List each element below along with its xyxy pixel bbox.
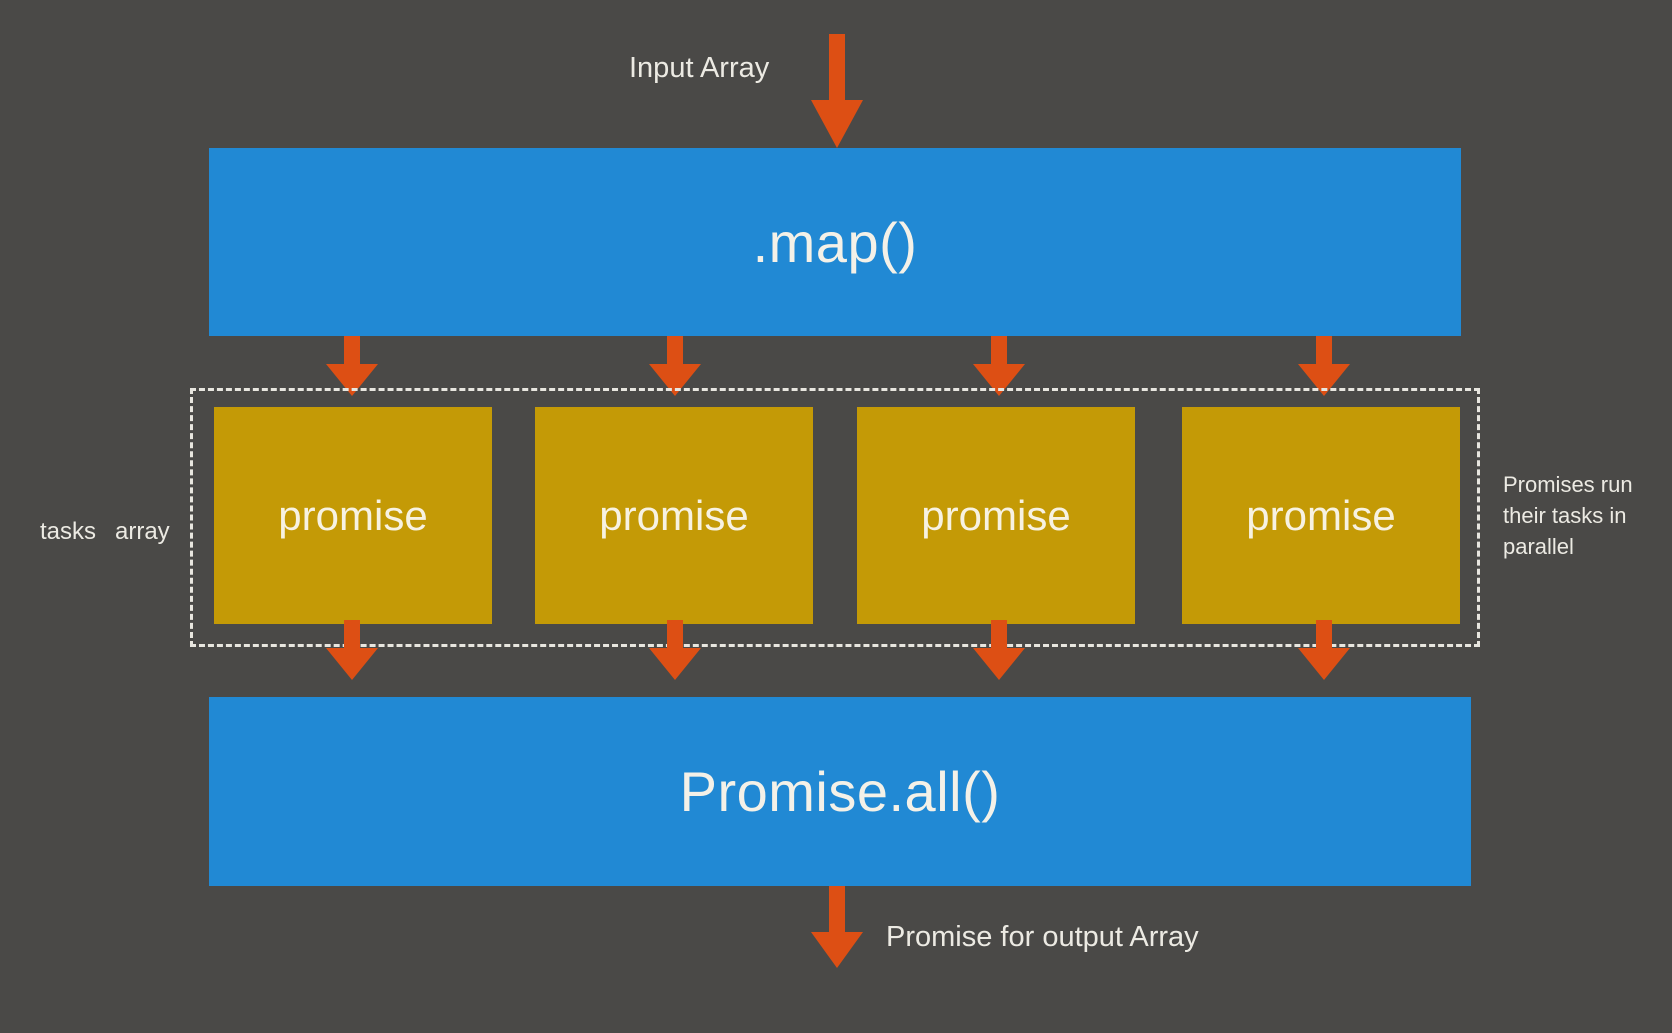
arrow-input-to-map xyxy=(811,34,863,148)
output-array-label: Promise for output Array xyxy=(886,921,1199,953)
map-box-label: .map() xyxy=(752,210,918,274)
promise-box-label: promise xyxy=(278,491,428,539)
arrow-map-to-promise-4 xyxy=(1298,336,1350,396)
arrow-map-to-promise-1 xyxy=(326,336,378,396)
promise-box[interactable]: promise xyxy=(535,407,813,624)
promise-all-process-box[interactable]: Promise.all() xyxy=(209,697,1471,886)
promise-box[interactable]: promise xyxy=(214,407,492,624)
promise-box-label: promise xyxy=(1246,491,1396,539)
promise-box-label: promise xyxy=(921,491,1071,539)
arrow-promiseall-to-output xyxy=(811,886,863,968)
promise-box-label: promise xyxy=(599,491,749,539)
arrow-map-to-promise-3 xyxy=(973,336,1025,396)
promise-box[interactable]: promise xyxy=(857,407,1135,624)
promise-all-box-label: Promise.all() xyxy=(679,760,1001,823)
parallel-promises-group xyxy=(190,388,1480,647)
input-array-label: Input Array xyxy=(629,52,770,84)
tasks-label: tasks xyxy=(40,518,97,545)
arrow-map-to-promise-2 xyxy=(649,336,701,396)
map-process-box[interactable]: .map() xyxy=(209,148,1461,336)
promise-box[interactable]: promise xyxy=(1182,407,1460,624)
parallel-note-label: Promises run their tasks in parallel xyxy=(1503,472,1633,559)
array-label: array xyxy=(115,518,170,545)
